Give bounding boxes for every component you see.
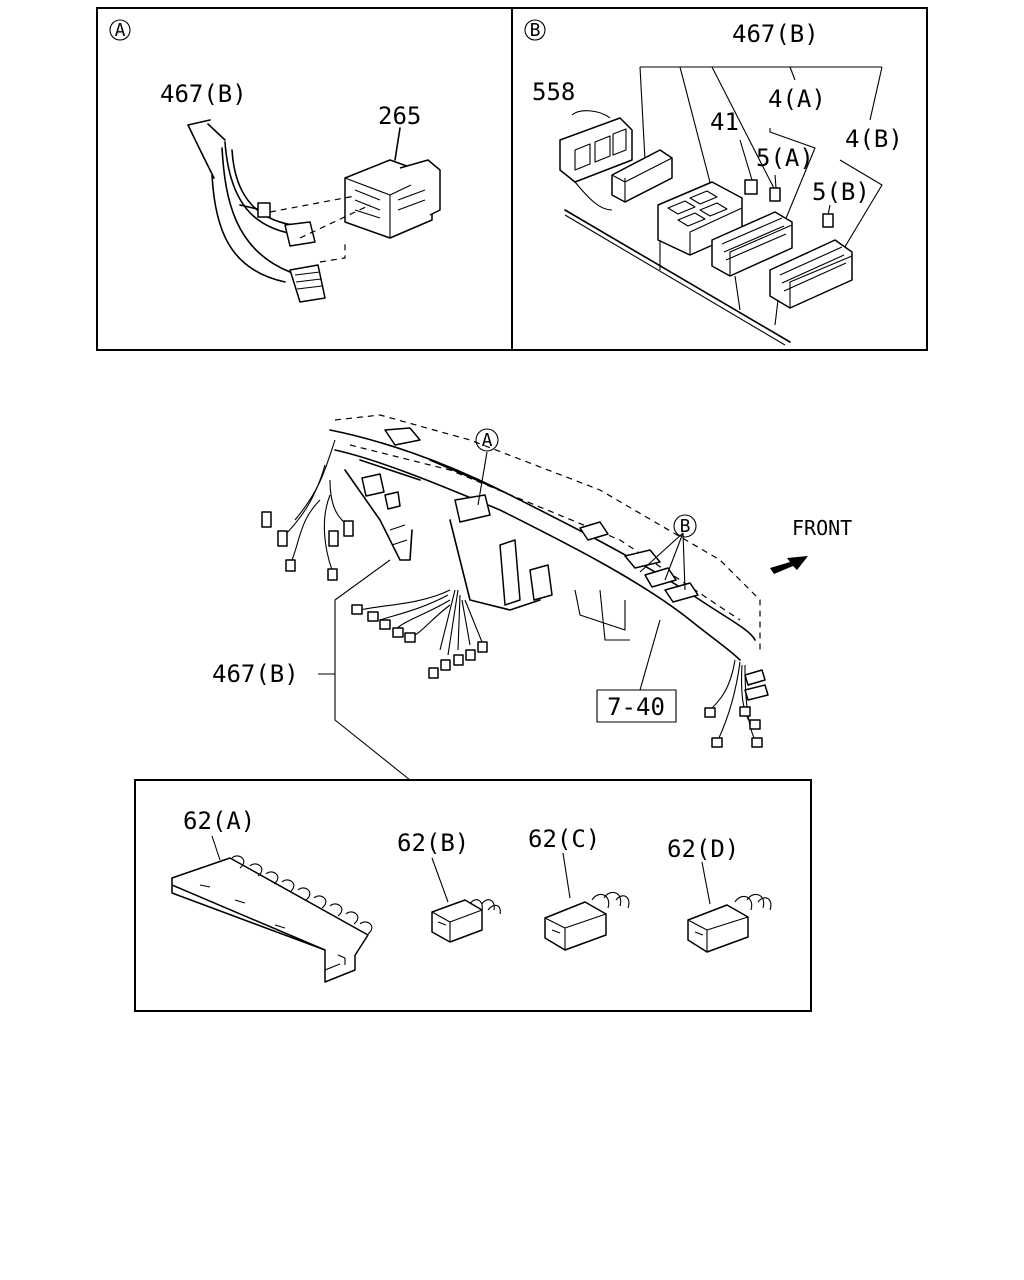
inset-a-marker: A <box>115 20 126 41</box>
relay-62a <box>171 835 373 983</box>
fuse-box-4a <box>711 211 793 311</box>
fuse-5b <box>822 213 834 228</box>
inset-b-fuse-41-label: 41 <box>710 108 739 136</box>
inset-b-switch-label: 558 <box>532 78 575 106</box>
relay-a-label: 62(A) <box>183 807 255 835</box>
inset-b-rail <box>564 209 791 343</box>
relay-b-label: 62(B) <box>397 829 469 857</box>
main-harness-label: 467(B) <box>212 660 299 688</box>
inset-b-fuse-box-4b-label: 4(B) <box>845 125 903 153</box>
inset-a-marker-circle <box>109 19 131 41</box>
relay-62b <box>431 857 501 943</box>
inset-b-marker: B <box>530 20 541 41</box>
inset-a-plugs <box>257 202 326 303</box>
inset-b-frame <box>511 7 928 351</box>
inset-a-harness-label: 467(B) <box>160 80 247 108</box>
relay-d-label: 62(D) <box>667 835 739 863</box>
inset-a-connector-label: 265 <box>378 102 421 130</box>
inset-b-leaders <box>639 66 883 256</box>
marker-b-leader <box>639 532 686 591</box>
switch-558 <box>559 110 633 211</box>
inset-b-harness-label: 467(B) <box>732 20 819 48</box>
connector-265 <box>344 159 441 239</box>
inset-b: B 467(B) 558 41 4(A) 5(A) 4(B) 5(B) <box>511 7 928 351</box>
inset-b-fuse-5b-label: 5(B) <box>812 178 870 206</box>
inset-b-marker-circle <box>524 19 546 41</box>
inset-b-fuse-box-4a-label: 4(A) <box>768 85 826 113</box>
relay-box: 62(A) 62(B) 62(C) 62(D) <box>134 779 812 1012</box>
left-branches <box>261 439 354 581</box>
main-marker-a: A <box>482 430 493 451</box>
inset-a: A 467(B) 265 <box>96 7 513 351</box>
front-arrow-icon <box>770 556 808 574</box>
relay-62d <box>687 861 772 953</box>
ref-box-label: 7-40 <box>607 693 665 721</box>
relay-block <box>611 149 673 203</box>
main-marker-a-circle <box>475 428 499 452</box>
marker-a-leader <box>477 451 488 506</box>
right-branches <box>704 659 769 748</box>
fuse-5a <box>769 187 781 202</box>
inset-a-harness <box>187 119 301 283</box>
ref-box-leader <box>639 619 661 691</box>
ref-box <box>596 689 677 723</box>
main-assembly: A B FRONT 467(B) 7-40 <box>212 414 852 781</box>
front-label: FRONT <box>792 516 852 540</box>
relay-box-frame <box>134 779 812 1012</box>
fuse-41 <box>744 179 758 195</box>
harness-leader <box>318 673 411 781</box>
main-marker-b: B <box>680 516 691 537</box>
lower-left-branches <box>351 589 488 679</box>
inset-b-fuse-5a-label: 5(A) <box>756 144 814 172</box>
relay-62c <box>544 852 630 951</box>
relay-c-label: 62(C) <box>528 825 600 853</box>
main-marker-b-circle <box>673 514 697 538</box>
fuse-box-4b <box>769 239 853 326</box>
